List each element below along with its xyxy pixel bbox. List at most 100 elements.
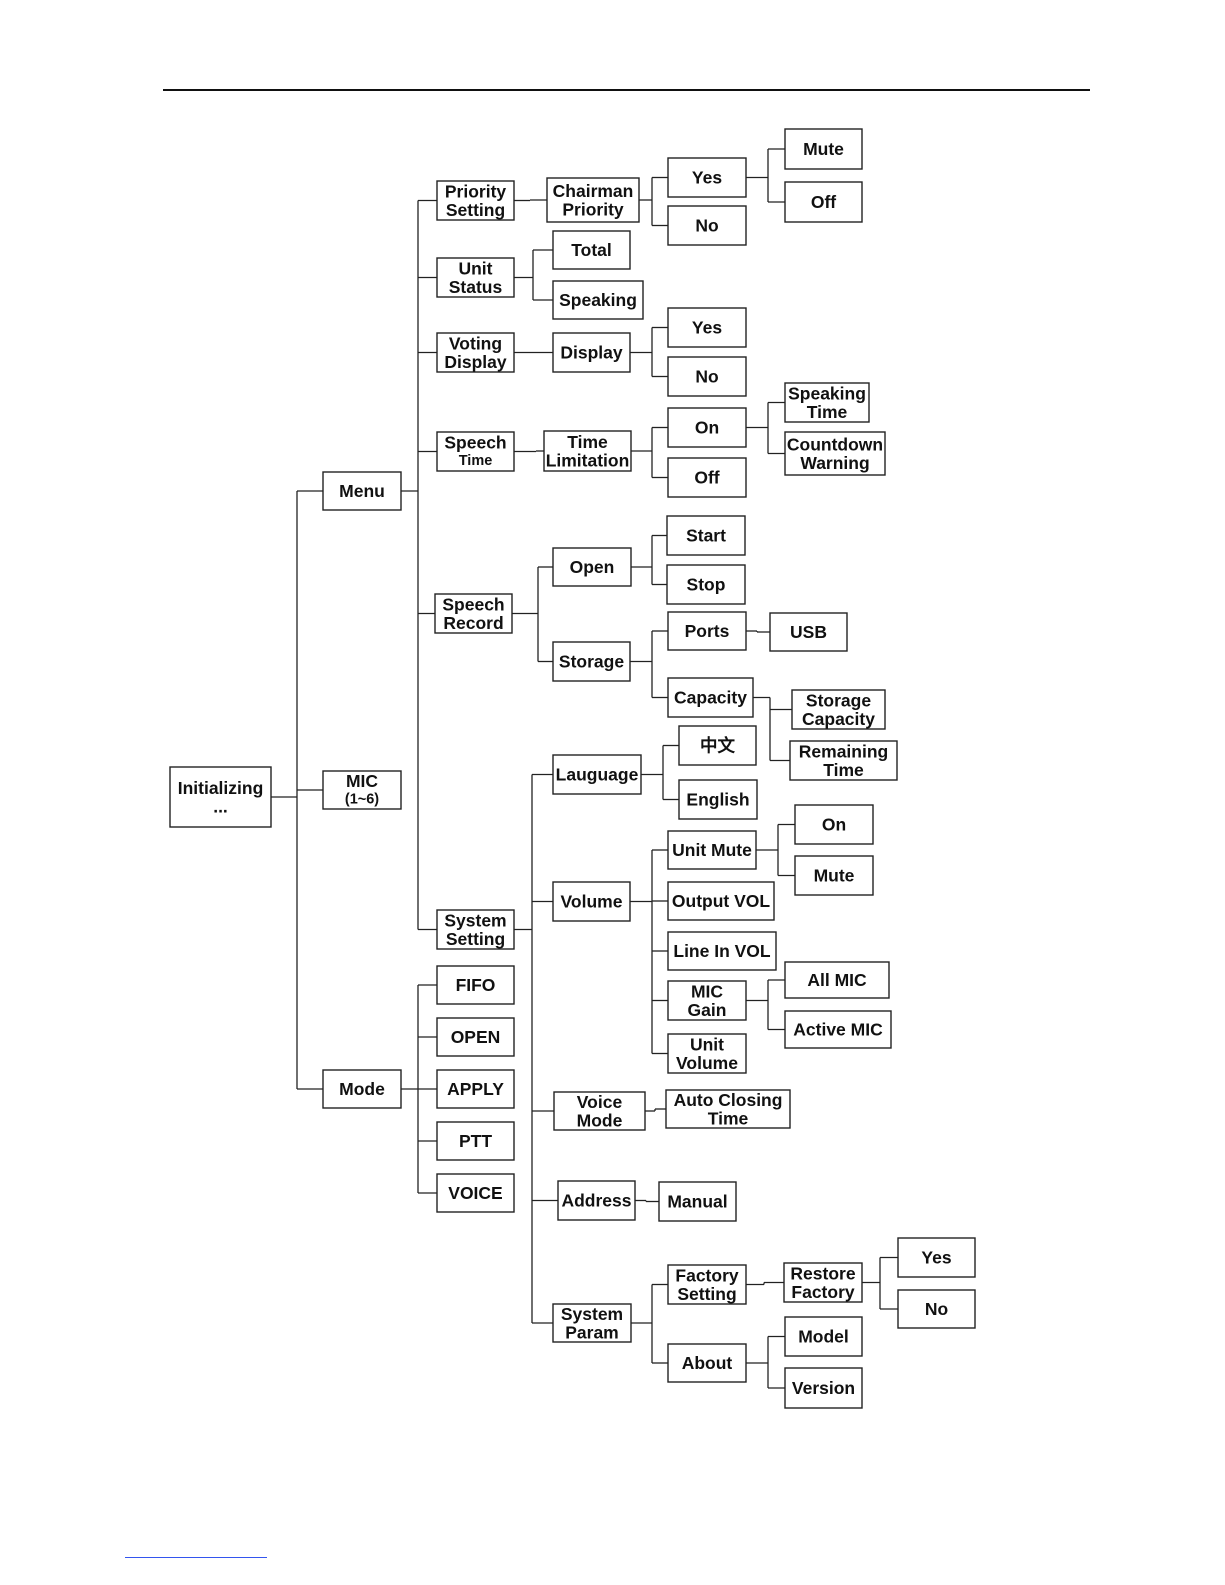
node-label-chinese: 中文 — [700, 736, 735, 756]
node-box-speaking-time — [784, 382, 870, 423]
node-label-fifo: FIFO — [456, 975, 496, 995]
menu-nodes: Initializing...MenuMIC(1~6)ModePriorityS… — [169, 128, 976, 1409]
node-box-mic-gain — [667, 980, 747, 1021]
node-vd-yes: Yes — [667, 307, 747, 348]
node-label-system-setting: Setting — [446, 929, 505, 949]
node-box-display — [552, 332, 631, 373]
node-label-countdown-warning: Countdown — [787, 434, 883, 454]
node-box-model — [784, 1316, 863, 1357]
node-label-menu: Menu — [339, 481, 385, 501]
node-box-tl-on — [667, 407, 747, 448]
node-cp-no: No — [667, 205, 747, 246]
node-label-mic: MIC — [346, 771, 378, 791]
node-box-speech-record — [434, 593, 513, 634]
node-tl-on: On — [667, 407, 747, 448]
node-label-volume: Volume — [561, 892, 623, 912]
node-label-english: English — [686, 790, 749, 810]
node-box-capacity — [667, 677, 754, 718]
node-label-countdown-warning: Warning — [800, 453, 869, 473]
node-box-version — [784, 1367, 863, 1409]
node-english: English — [678, 779, 758, 820]
node-box-mode — [322, 1069, 402, 1109]
node-stop: Stop — [666, 564, 746, 605]
node-label-initializing: ... — [213, 796, 228, 816]
node-label-storage: Storage — [559, 652, 624, 672]
node-fifo: FIFO — [436, 965, 515, 1005]
node-box-open-mode — [436, 1017, 515, 1057]
node-box-priority-setting — [436, 180, 515, 221]
node-box-storage-capacity — [791, 689, 886, 730]
node-label-voice: VOICE — [448, 1183, 502, 1203]
node-label-language: Lauguage — [556, 765, 639, 785]
node-label-total: Total — [571, 240, 612, 260]
node-display: Display — [552, 332, 631, 373]
node-label-ports: Ports — [685, 621, 730, 641]
node-box-countdown-warning — [784, 431, 886, 476]
node-box-all-mic — [784, 961, 890, 999]
node-language: Lauguage — [552, 754, 642, 795]
node-box-speaking — [552, 280, 644, 320]
node-label-storage-capacity: Storage — [806, 690, 871, 710]
node-label-apply: APPLY — [447, 1079, 504, 1099]
node-label-mic-gain: MIC — [691, 981, 723, 1001]
node-initializing: Initializing... — [169, 766, 272, 828]
node-chinese: 中文 — [678, 725, 757, 766]
node-label-all-mic: All MIC — [807, 970, 867, 990]
node-label-time-limitation: Limitation — [546, 450, 630, 470]
node-label-voting-display: Display — [444, 352, 507, 372]
node-open: Open — [552, 547, 632, 587]
node-voice: VOICE — [436, 1173, 515, 1213]
node-um-on: On — [794, 804, 874, 845]
node-box-menu — [322, 471, 402, 511]
node-box-english — [678, 779, 758, 820]
node-box-storage — [552, 641, 631, 682]
node-open-mode: OPEN — [436, 1017, 515, 1057]
node-box-cp-mute — [784, 128, 863, 170]
node-box-um-on — [794, 804, 874, 845]
node-mode: Mode — [322, 1069, 402, 1109]
node-label-time-limitation: Time — [567, 432, 608, 452]
node-label-about: About — [682, 1353, 733, 1373]
node-label-unit-volume: Volume — [676, 1053, 738, 1073]
node-label-ptt: PTT — [459, 1131, 492, 1151]
node-mic: MIC(1~6) — [322, 770, 402, 810]
node-storage: Storage — [552, 641, 631, 682]
node-label-chairman-priority: Chairman — [553, 181, 634, 201]
node-label-restore-factory: Factory — [791, 1282, 854, 1302]
node-about: About — [667, 1343, 747, 1383]
node-label-speaking: Speaking — [559, 290, 637, 310]
node-label-voice-mode: Voice — [577, 1092, 623, 1112]
node-volume: Volume — [552, 881, 631, 922]
node-box-line-in-vol — [667, 931, 777, 971]
node-label-factory-setting: Factory — [675, 1265, 738, 1285]
node-box-chinese — [678, 725, 757, 766]
node-box-open — [552, 547, 632, 587]
node-box-start — [666, 515, 746, 556]
node-label-unit-volume: Unit — [690, 1034, 724, 1054]
node-box-address — [557, 1180, 636, 1221]
node-label-storage-capacity: Capacity — [802, 709, 875, 729]
node-box-voice-mode — [553, 1091, 646, 1131]
node-label-rf-yes: Yes — [921, 1248, 951, 1268]
node-box-fifo — [436, 965, 515, 1005]
node-box-unit-mute — [667, 830, 757, 870]
node-address: Address — [557, 1180, 636, 1221]
node-label-remaining-time: Remaining — [799, 741, 888, 761]
node-label-um-mute: Mute — [814, 866, 855, 886]
node-box-manual — [658, 1181, 737, 1222]
node-label-usb: USB — [790, 622, 827, 642]
node-label-um-on: On — [822, 815, 846, 835]
node-box-restore-factory — [783, 1262, 863, 1303]
node-ptt: PTT — [436, 1121, 515, 1161]
node-rf-yes: Yes — [897, 1237, 976, 1278]
